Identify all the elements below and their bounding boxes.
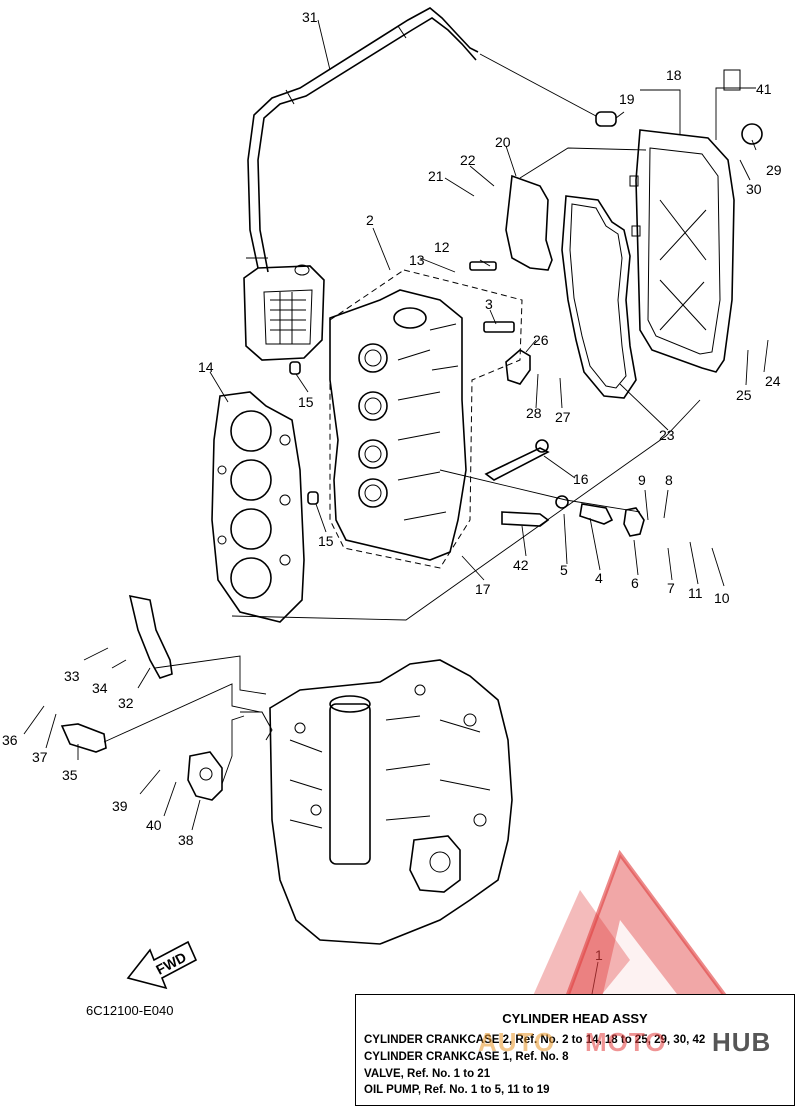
plate-26: [505, 349, 531, 385]
fitting-19: [595, 111, 617, 127]
callout-34: 34: [92, 680, 108, 696]
assembly-info-box: CYLINDER HEAD ASSY CYLINDER CRANKCASE 2,…: [355, 994, 795, 1106]
spark-plug-42: [501, 511, 550, 527]
callout-2: 2: [366, 212, 374, 228]
callout-28: 28: [526, 405, 542, 421]
callout-3: 3: [485, 296, 493, 312]
callout-18: 18: [666, 67, 682, 83]
head-cover: [629, 129, 735, 373]
callout-42: 42: [513, 557, 529, 573]
callout-8: 8: [665, 472, 673, 488]
bolt-16-head: [535, 439, 549, 453]
callout-15b: 15: [318, 533, 334, 549]
callout-19: 19: [619, 91, 635, 107]
shaft-4: [579, 503, 614, 525]
bracket-32: [128, 594, 173, 679]
head-assy-dashed-outline: [329, 269, 523, 569]
head-cover-gasket-inner: [569, 203, 627, 389]
cylinder-block: [240, 659, 513, 945]
assembly-title: CYLINDER HEAD ASSY: [502, 1011, 648, 1026]
callout-35: 35: [62, 767, 78, 783]
label-41: [723, 69, 741, 91]
callout-13: 13: [409, 252, 425, 268]
clamp-35: [60, 723, 107, 753]
fwd-arrow-icon: FWD: [126, 940, 198, 990]
pipe-3: [483, 321, 515, 333]
callout-25: 25: [736, 387, 752, 403]
callout-9: 9: [638, 472, 646, 488]
callout-33: 33: [64, 668, 80, 684]
cover-6: [623, 507, 645, 537]
head-cover-gasket: [561, 195, 637, 399]
watermark-text-hub: HUB: [712, 1027, 772, 1057]
callout-36: 36: [2, 732, 18, 748]
breather-hose: [246, 7, 479, 273]
plate-38-hole: [199, 767, 213, 781]
callout-31: 31: [302, 9, 318, 25]
callout-14: 14: [198, 359, 214, 375]
callout-7: 7: [667, 580, 675, 596]
callout-26: 26: [533, 332, 549, 348]
leader-lines: [23, 19, 769, 995]
callout-40: 40: [146, 817, 162, 833]
callout-39: 39: [112, 798, 128, 814]
callout-41: 41: [756, 81, 772, 97]
callout-29: 29: [766, 162, 782, 178]
callout-16: 16: [573, 471, 589, 487]
dowel-pin-upper: [289, 361, 301, 375]
callout-4: 4: [595, 570, 603, 586]
info-line: CYLINDER CRANKCASE 1, Ref. No. 8: [364, 1051, 569, 1063]
info-line: VALVE, Ref. No. 1 to 21: [364, 1068, 491, 1080]
watermark-text-auto: AUTO: [478, 1027, 556, 1057]
bolt-12: [469, 261, 497, 271]
cylinder-head: [329, 289, 467, 561]
callout-17: 17: [475, 581, 491, 597]
cylinder-head-gasket: [211, 391, 305, 623]
callout-23: 23: [659, 427, 675, 443]
bolt-16: [484, 447, 550, 481]
callout-11: 11: [688, 585, 703, 601]
callout-numbers: 1 2 3 4 5 6 7 8 9 10 11 12 13 14 15 15 1…: [2, 9, 782, 963]
callout-37: 37: [32, 749, 48, 765]
callout-21: 21: [428, 168, 444, 184]
callout-32: 32: [118, 695, 134, 711]
dowel-pin-lower: [307, 491, 319, 505]
callout-30: 30: [746, 181, 762, 197]
washer-5: [555, 495, 569, 509]
callout-24: 24: [765, 373, 781, 389]
callout-12: 12: [434, 239, 450, 255]
plate-38: [187, 751, 223, 801]
cap-29: [741, 123, 763, 145]
callout-5: 5: [560, 562, 568, 578]
callout-10: 10: [714, 590, 730, 606]
info-line: OIL PUMP, Ref. No. 1 to 5, 11 to 19: [364, 1084, 550, 1096]
diagram-code: 6C12100-E040: [86, 1003, 174, 1018]
cover-plate: [505, 174, 553, 271]
breather-filter: [243, 264, 325, 361]
watermark-text-moto: MOTO: [585, 1027, 667, 1057]
callout-15a: 15: [298, 394, 314, 410]
callout-22: 22: [460, 152, 476, 168]
callout-38: 38: [178, 832, 194, 848]
callout-27: 27: [555, 409, 571, 425]
callout-6: 6: [631, 575, 639, 591]
callout-20: 20: [495, 134, 511, 150]
callout-1: 1: [595, 947, 603, 963]
info-line: CYLINDER CRANKCASE 2, Ref. No. 2 to 14, …: [364, 1034, 706, 1046]
